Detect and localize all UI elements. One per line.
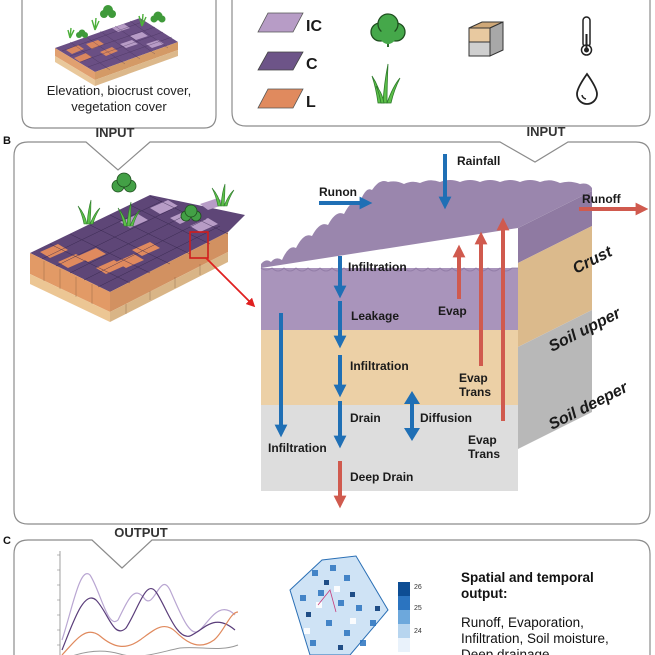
landscape-block — [30, 172, 245, 322]
zoom-selection-box — [189, 231, 209, 259]
legend-ic: IC — [257, 12, 322, 35]
spatial-map — [289, 555, 389, 655]
map-colorbar: 26 25 24 — [398, 582, 422, 652]
input-right-panel: IC C L — [231, 0, 651, 127]
soil-upper-front-face — [261, 330, 518, 405]
evap-trans-deeper-label-1: Evap — [468, 433, 497, 447]
crust-front-face — [261, 268, 518, 330]
grass-icon — [371, 63, 401, 104]
infiltration-crust-label: Infiltration — [348, 260, 407, 274]
drain-label: Drain — [350, 411, 381, 425]
input-caption-line1: Elevation, biocrust cover, — [47, 83, 192, 98]
input-right-title: INPUT — [527, 124, 566, 139]
crust-side-face — [518, 191, 592, 263]
thermometer-icon — [580, 16, 593, 56]
soil-deeper-side-face — [518, 310, 592, 449]
infiltration-bypass-label: Infiltration — [268, 441, 327, 455]
flux-labels: Rainfall Runon Runoff Infiltration Leaka… — [268, 154, 622, 484]
flux-arrows — [274, 154, 649, 509]
series-line-l — [61, 611, 239, 655]
soil-column: Crust Soil upper Soil deeper — [260, 180, 631, 491]
crust-top-face — [261, 180, 592, 268]
legend-l: L — [257, 88, 316, 111]
input-left-title: INPUT — [96, 125, 135, 140]
output-description: Spatial and temporal output: Runoff, Eva… — [461, 570, 609, 655]
evap-trans-deeper-label-2: Trans — [468, 447, 500, 461]
legend-c-label: C — [306, 56, 318, 73]
input-caption-line2: vegetation cover — [71, 99, 167, 114]
legend-l-label: L — [306, 94, 316, 111]
output-body-line2: Infiltration, Soil moisture, — [461, 631, 609, 646]
colorbar-tick-24: 24 — [414, 628, 422, 635]
output-heading-line1: Spatial and temporal — [461, 570, 594, 585]
output-body-line1: Runoff, Evaporation, — [461, 615, 584, 630]
colorbar-tick-25: 25 — [414, 605, 422, 612]
terrain-thumbnail — [55, 5, 178, 86]
deep-drain-label: Deep Drain — [350, 470, 413, 484]
soil-deeper-front-face — [261, 405, 518, 491]
soil-upper-side-face — [518, 226, 592, 347]
colorbar-tick-26: 26 — [414, 584, 422, 591]
output-title: OUTPUT — [114, 525, 168, 540]
series-line-c — [61, 588, 236, 651]
zoom-arrow — [205, 257, 256, 308]
output-body-line3: Deep drainage — [461, 647, 550, 655]
infiltration-upper-label: Infiltration — [350, 359, 409, 373]
evap-label: Evap — [438, 304, 467, 318]
input-left-panel: Elevation, biocrust cover, vegetation co… — [21, 0, 217, 129]
legend-c: C — [257, 51, 318, 73]
panel-b-letter: B — [3, 135, 11, 147]
legend-l-swatch — [257, 88, 304, 109]
rainfall-label: Rainfall — [457, 154, 500, 168]
water-drop-icon — [576, 72, 598, 105]
soil-block-icon — [468, 21, 504, 57]
evap-trans-upper-label-2: Trans — [459, 385, 491, 399]
evap-trans-upper-label-1: Evap — [459, 371, 488, 385]
runon-label: Runon — [319, 185, 357, 199]
runoff-label: Runoff — [582, 192, 622, 206]
legend-c-swatch — [257, 51, 304, 71]
output-heading-line2: output: — [461, 586, 507, 601]
shrub-icon — [370, 13, 406, 47]
diffusion-arrow — [404, 391, 420, 441]
leakage-label: Leakage — [351, 309, 399, 323]
diffusion-label: Diffusion — [420, 411, 472, 425]
legend-ic-label: IC — [306, 18, 322, 35]
panel-c-letter: C — [3, 535, 11, 547]
legend-ic-swatch — [257, 12, 304, 33]
